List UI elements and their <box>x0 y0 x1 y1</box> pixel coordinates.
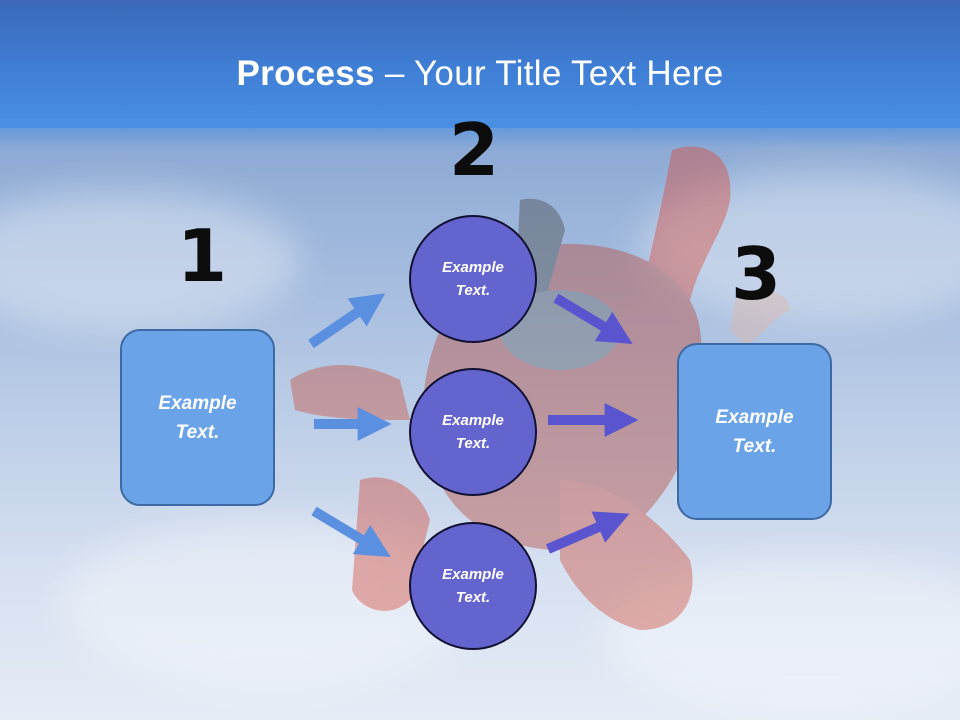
step-1-box: Example Text. <box>120 329 275 506</box>
step-3-box: Example Text. <box>677 343 832 520</box>
arrow-bottom-circle-to-3 <box>546 511 630 554</box>
slide-title-rest: – Your Title Text Here <box>374 54 724 93</box>
circle-top-text-line-2: Text. <box>455 282 491 299</box>
cloud-shape <box>600 560 960 710</box>
arrow-1-to-bottom-circle <box>311 506 391 557</box>
step-1-text: Example Text. <box>138 389 258 447</box>
title-band <box>0 0 960 128</box>
cloud-shape <box>0 190 300 330</box>
step-number-1: 1 <box>177 214 228 298</box>
circle-bottom-text-line-2: Text. <box>455 589 491 606</box>
circle-top-text-line-1: Example <box>442 259 504 276</box>
circle-middle-text: Example Text. <box>425 409 521 455</box>
step-2-circle-top: Example Text. <box>409 215 537 343</box>
title-band-fade <box>0 118 960 148</box>
step-number-3: 3 <box>731 232 782 316</box>
step-3-text-line-2: Text. <box>732 435 777 457</box>
step-1-text-line-2: Text. <box>175 421 220 443</box>
cloud-shape <box>60 520 480 690</box>
step-2-circle-middle: Example Text. <box>409 368 537 496</box>
step-1-text-line-1: Example <box>158 392 237 414</box>
step-3-text: Example Text. <box>695 403 815 461</box>
slide-title-bold: Process <box>236 54 375 93</box>
arrow-1-to-top-circle <box>308 293 386 349</box>
circle-top-text: Example Text. <box>425 256 521 302</box>
circle-middle-text-line-2: Text. <box>455 435 491 452</box>
step-3-text-line-1: Example <box>715 406 794 428</box>
step-number-2: 2 <box>449 108 500 192</box>
circle-bottom-text: Example Text. <box>425 563 521 609</box>
arrow-top-circle-to-3 <box>553 293 633 344</box>
step-2-circle-bottom: Example Text. <box>409 522 537 650</box>
circle-bottom-text-line-1: Example <box>442 566 504 583</box>
slide-title: Process – Your Title Text Here <box>0 52 960 96</box>
circle-middle-text-line-1: Example <box>442 412 504 429</box>
cloud-shape <box>640 170 960 320</box>
